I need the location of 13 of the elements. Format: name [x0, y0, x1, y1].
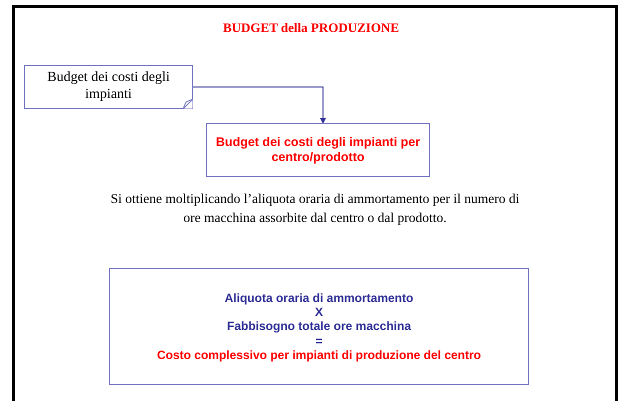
node-text: Budget dei costi degli impianti per centro/prodotto [214, 135, 422, 165]
formula-box [109, 268, 529, 385]
node-text: X [314, 304, 323, 320]
node-text: Aliquota oraria di ammortamento [224, 290, 414, 305]
node-text: = [315, 334, 322, 348]
node-text: Budget dei costi degli impianti [46, 70, 171, 104]
explanation-text: Si ottiene moltiplicando l’aliquota oraria di ammortamento per il numero di ore macchina assorbite dal centro o dal prodotto. [110, 190, 520, 227]
process-box [206, 123, 430, 177]
title: BUDGET della PRODUZIONE [222, 20, 400, 36]
connector-arrow [192, 86, 326, 124]
note-box [24, 65, 193, 109]
node-text: Costo complessivo per impianti di produzione del centro [156, 348, 482, 362]
node-text: Fabbisogno totale ore macchina [226, 319, 412, 334]
